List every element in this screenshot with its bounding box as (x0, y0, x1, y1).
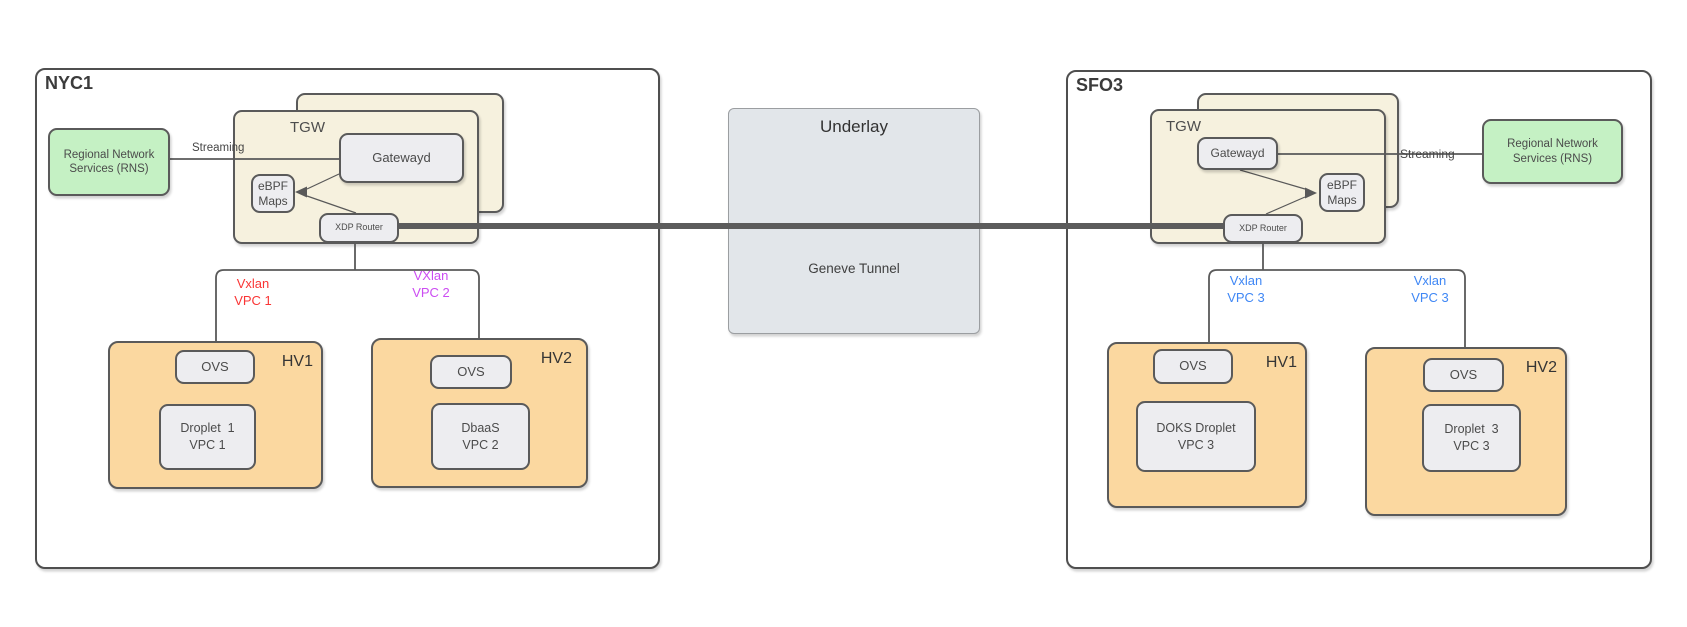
underlay-box: Underlay Geneve Tunnel (728, 108, 980, 334)
region-sfo3-title: SFO3 (1076, 75, 1124, 95)
nyc1-hv1-workload-node: Droplet 1 VPC 1 (159, 404, 256, 470)
nyc1-hv1-box: HV1 OVS Droplet 1 VPC 1 (108, 341, 323, 489)
vxlan-line1: Vxlan (1413, 273, 1447, 288)
vxlan-line2: VPC 3 (1227, 290, 1265, 306)
sfo3-rns-node: Regional Network Services (RNS) (1482, 119, 1623, 184)
nyc1-hv1-ovs-node: OVS (175, 350, 255, 384)
vxlan-line2: VPC 3 (1411, 290, 1449, 306)
region-nyc1-title: NYC1 (45, 73, 94, 93)
nyc1-vxlan-vpc1-label: Vxlan VPC 1 (213, 275, 293, 309)
nyc1-ebpf-maps-node: eBPF Maps (251, 174, 295, 213)
workload-line2: VPC 3 (1453, 439, 1490, 453)
nyc1-hv2-box: HV2 OVS DbaaS VPC 2 (371, 338, 588, 488)
nyc1-streaming-label: Streaming (192, 142, 245, 154)
vxlan-line2: VPC 1 (234, 293, 272, 309)
workload-line2: VPC 2 (462, 437, 499, 452)
workload-line2: VPC 1 (189, 438, 226, 452)
vxlan-line1: Vxlan (1229, 273, 1263, 288)
nyc1-hv2-ovs-node: OVS (430, 355, 512, 389)
vxlan-line1: Vxlan (236, 276, 270, 291)
workload-line1: DOKS Droplet (1156, 420, 1236, 435)
nyc1-hv2-name: HV2 (540, 350, 572, 367)
sfo3-gatewayd-node: Gatewayd (1197, 137, 1278, 170)
nyc1-hv2-workload-node: DbaaS VPC 2 (431, 403, 530, 470)
nyc1-vxlan-vpc2-label: VXlan VPC 2 (391, 267, 471, 301)
sfo3-hv2-name: HV2 (1525, 359, 1557, 376)
workload-line1: Droplet 3 (1444, 422, 1499, 437)
vxlan-line2: VPC 2 (412, 285, 450, 301)
sfo3-hv2-ovs-node: OVS (1423, 358, 1504, 392)
geneve-tunnel-label: Geneve Tunnel (808, 261, 900, 276)
workload-line1: DbaaS (461, 420, 500, 435)
sfo3-vxlan-left-label: Vxlan VPC 3 (1206, 272, 1286, 306)
workload-line1: Droplet 1 (180, 421, 235, 436)
sfo3-hv1-workload-node: DOKS Droplet VPC 3 (1136, 401, 1256, 472)
nyc1-hv1-name: HV1 (281, 353, 313, 370)
nyc1-tgw-title: TGW (290, 119, 325, 136)
sfo3-hv1-name: HV1 (1265, 354, 1297, 371)
vxlan-line1: VXlan (413, 268, 449, 283)
nyc1-xdp-router-node: XDP Router (319, 213, 399, 243)
workload-line2: VPC 3 (1177, 437, 1215, 452)
sfo3-xdp-router-node: XDP Router (1223, 214, 1303, 243)
nyc1-rns-node: Regional Network Services (RNS) (48, 128, 170, 196)
sfo3-hv1-ovs-node: OVS (1153, 349, 1233, 384)
nyc1-gatewayd-node: Gatewayd (339, 133, 464, 183)
sfo3-hv1-box: HV1 OVS DOKS Droplet VPC 3 (1107, 342, 1307, 508)
sfo3-vxlan-right-label: Vxlan VPC 3 (1390, 272, 1470, 306)
sfo3-ebpf-maps-node: eBPF Maps (1319, 173, 1365, 212)
sfo3-hv2-box: HV2 OVS Droplet 3 VPC 3 (1365, 347, 1567, 516)
sfo3-hv2-workload-node: Droplet 3 VPC 3 (1422, 404, 1521, 472)
underlay-title: Underlay (819, 117, 889, 136)
sfo3-streaming-label: Streaming (1400, 147, 1455, 161)
sfo3-tgw-title: TGW (1166, 118, 1201, 135)
